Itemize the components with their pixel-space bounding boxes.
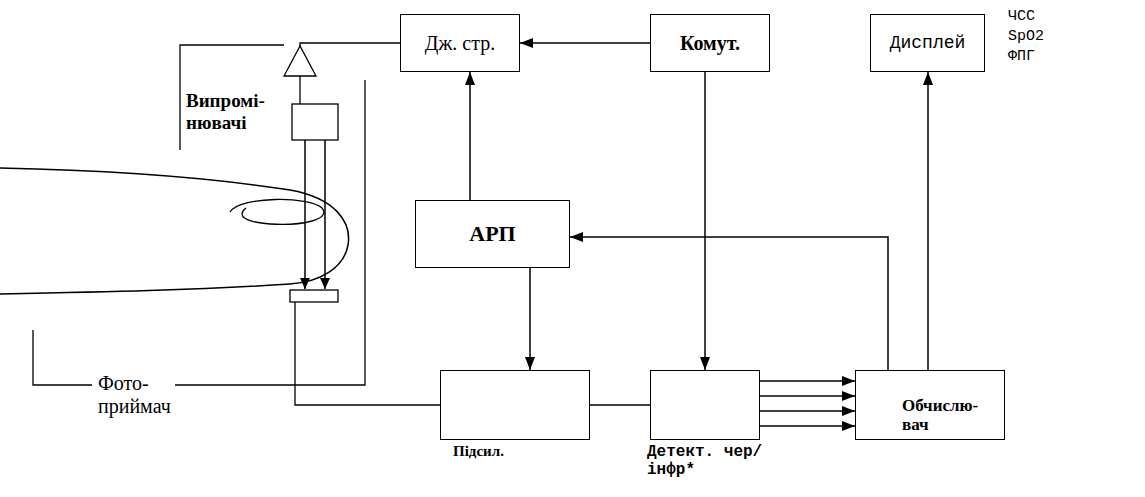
finger-nail: [230, 199, 324, 224]
sensor-housing: [175, 80, 365, 385]
signal-arrow: [704, 72, 706, 370]
amplifier-box: Підсил.: [440, 370, 590, 440]
computer-box: Обчислю- вач: [855, 370, 1005, 440]
sensor-housing: [33, 330, 92, 385]
driver-box: Дж. стр.: [400, 14, 520, 72]
photoreceiver-wire: [295, 302, 440, 405]
signal-arrow: [570, 237, 888, 370]
signal-arrow: [520, 42, 650, 44]
box-label: Комут.: [674, 32, 746, 55]
box-label: Обчислю- вач: [902, 396, 998, 435]
signal-arrow: [760, 425, 855, 427]
light-ray: [324, 140, 326, 289]
box-label: Дисплей: [884, 33, 972, 54]
driver-wire: [300, 43, 400, 46]
light-ray: [304, 140, 306, 289]
signal-arrow: [469, 72, 471, 200]
display-box: Дисплей: [870, 14, 985, 72]
signal-arrow: [529, 268, 531, 370]
emitter-body: [292, 104, 338, 140]
box-label: Детект. чер/інфр*: [647, 443, 765, 480]
finger-outline: [0, 168, 349, 294]
agc-box: АРП: [415, 200, 570, 268]
signal-line: [590, 404, 650, 406]
photoreceiver-body: [290, 290, 338, 302]
output-label: ЧСС: [1008, 8, 1068, 26]
box-label: Підсил.: [453, 443, 583, 460]
detector-box: Детект. чер/інфр*: [650, 370, 760, 440]
switch-box: Комут.: [650, 14, 770, 72]
emitter-label: Випромі- нювачі: [186, 90, 286, 134]
box-label: АРП: [463, 221, 521, 246]
signal-arrow: [760, 380, 855, 382]
emitter-stub: [299, 76, 300, 104]
output-label: SpO2: [1008, 28, 1068, 46]
signal-arrow: [927, 72, 929, 370]
output-label: ФПГ: [1008, 48, 1068, 66]
emitter-triangle: [284, 46, 316, 76]
signal-arrow: [760, 410, 855, 412]
box-label: Дж. стр.: [419, 32, 501, 55]
photoreceiver-label: Фото- приймач: [98, 372, 218, 418]
signal-arrow: [760, 395, 855, 397]
